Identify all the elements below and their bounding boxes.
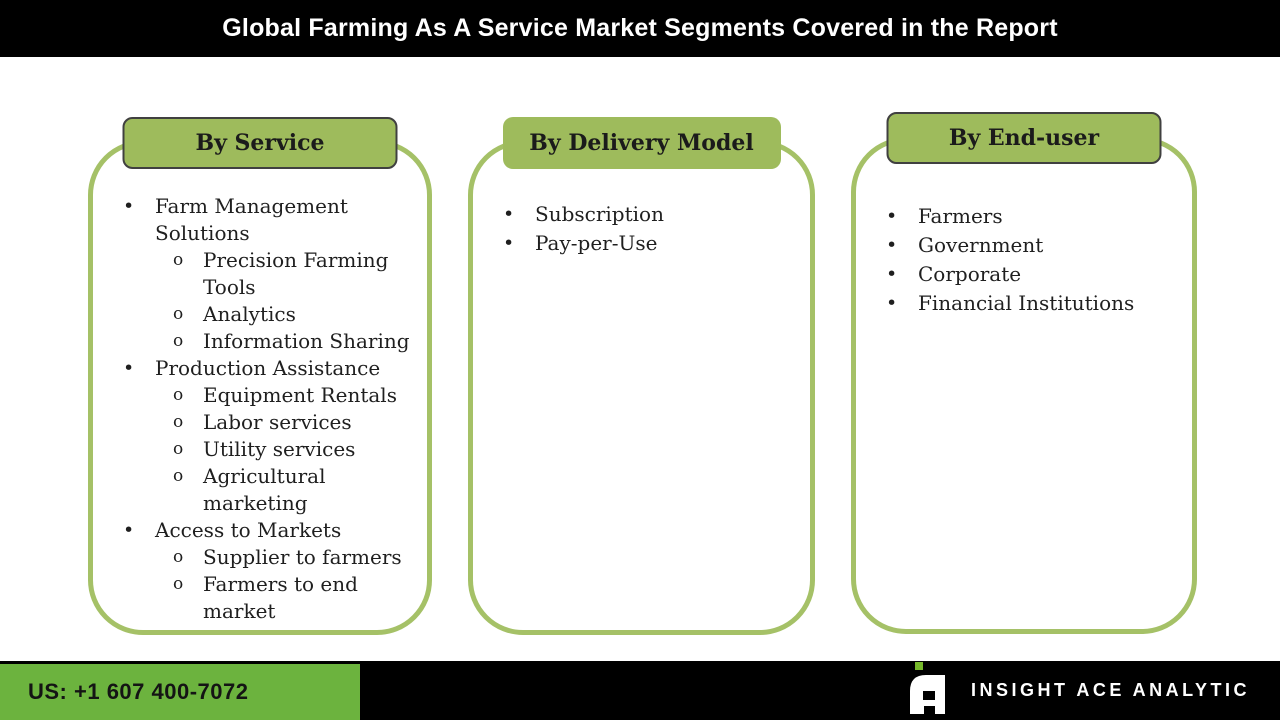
list-item-label: Supplier to farmers	[203, 545, 402, 569]
list-item-label: Pay-per-Use	[535, 231, 658, 255]
list-item-label: Information Sharing	[203, 329, 410, 353]
list-item: • Government	[856, 231, 1192, 260]
list-item: o Agricultural marketing	[93, 463, 427, 517]
bullet-icon: •	[123, 519, 135, 541]
circle-bullet-icon: o	[173, 304, 184, 324]
list-item: o Precision Farming Tools	[93, 247, 427, 301]
bullet-icon: •	[503, 232, 515, 254]
column-header: By Service	[122, 117, 398, 169]
bullet-icon: •	[886, 205, 898, 227]
title-bar: Global Farming As A Service Market Segme…	[0, 0, 1280, 57]
segment-list: • Subscription • Pay-per-Use	[473, 145, 810, 258]
circle-bullet-icon: o	[173, 547, 184, 567]
list-item-label: Precision Farming Tools	[203, 248, 389, 299]
list-item: o Supplier to farmers	[93, 544, 427, 571]
bullet-icon: •	[123, 195, 135, 217]
list-item: • Access to Markets	[93, 517, 427, 544]
list-item-label: Financial Institutions	[918, 291, 1135, 315]
list-item: • Corporate	[856, 260, 1192, 289]
list-item: • Farmers	[856, 202, 1192, 231]
footer-bar: US: +1 607 400-7072 INSIGHT ACE ANALYTIC	[0, 661, 1280, 720]
list-item-label: Corporate	[918, 262, 1022, 286]
phone-box: US: +1 607 400-7072	[0, 664, 360, 720]
bullet-icon: •	[503, 203, 515, 225]
column-header: By End-user	[886, 112, 1162, 164]
list-item: o Equipment Rentals	[93, 382, 427, 409]
list-item: • Farm Management Solutions	[93, 193, 427, 247]
list-item-label: Government	[918, 233, 1044, 257]
page-title: Global Farming As A Service Market Segme…	[222, 14, 1058, 42]
circle-bullet-icon: o	[173, 385, 184, 405]
circle-bullet-icon: o	[173, 412, 184, 432]
circle-bullet-icon: o	[173, 466, 184, 486]
column-by-end-user: By End-user • Farmers • Government • Corporat…	[851, 112, 1197, 634]
list-item: o Labor services	[93, 409, 427, 436]
brand: INSIGHT ACE ANALYTIC	[909, 661, 1250, 720]
list-item: • Pay-per-Use	[473, 229, 810, 258]
list-item: • Financial Institutions	[856, 289, 1192, 318]
list-item-label: Subscription	[535, 202, 664, 226]
list-item-label: Farmers	[918, 204, 1003, 228]
list-item-label: Equipment Rentals	[203, 383, 397, 407]
circle-bullet-icon: o	[173, 250, 184, 270]
list-item: o Farmers to end market	[93, 571, 427, 625]
bullet-icon: •	[886, 234, 898, 256]
column-header: By Delivery Model	[502, 117, 781, 169]
list-item-label: Farmers to end market	[203, 572, 358, 623]
circle-bullet-icon: o	[173, 574, 184, 594]
list-item: o Utility services	[93, 436, 427, 463]
list-item-label: Access to Markets	[155, 518, 342, 542]
list-item-label: Agricultural marketing	[203, 464, 326, 515]
list-item: • Production Assistance	[93, 355, 427, 382]
logo-dot-icon	[914, 662, 923, 670]
bullet-icon: •	[123, 357, 135, 379]
list-item-label: Production Assistance	[155, 356, 381, 380]
list-item-label: Utility services	[203, 437, 356, 461]
list-item: • Subscription	[473, 200, 810, 229]
circle-bullet-icon: o	[173, 439, 184, 459]
segment-list: • Farm Management Solutions o Precision Far…	[93, 145, 427, 625]
column-by-delivery-model: By Delivery Model • Subscription • Pay-per-…	[468, 117, 815, 635]
bullet-icon: •	[886, 263, 898, 285]
list-item-label: Farm Management Solutions	[155, 194, 348, 245]
segment-list: • Farmers • Government • Corporate • Financial …	[856, 142, 1192, 318]
circle-bullet-icon: o	[173, 331, 184, 351]
insightace-logo-icon	[909, 662, 945, 714]
list-item: o Information Sharing	[93, 328, 427, 355]
brand-name: INSIGHT ACE ANALYTIC	[970, 680, 1250, 700]
phone-label: US: +1 607 400-7072	[28, 679, 249, 704]
bullet-icon: •	[886, 292, 898, 314]
list-item-label: Labor services	[203, 410, 352, 434]
list-item: o Analytics	[93, 301, 427, 328]
list-item-label: Analytics	[203, 302, 296, 326]
